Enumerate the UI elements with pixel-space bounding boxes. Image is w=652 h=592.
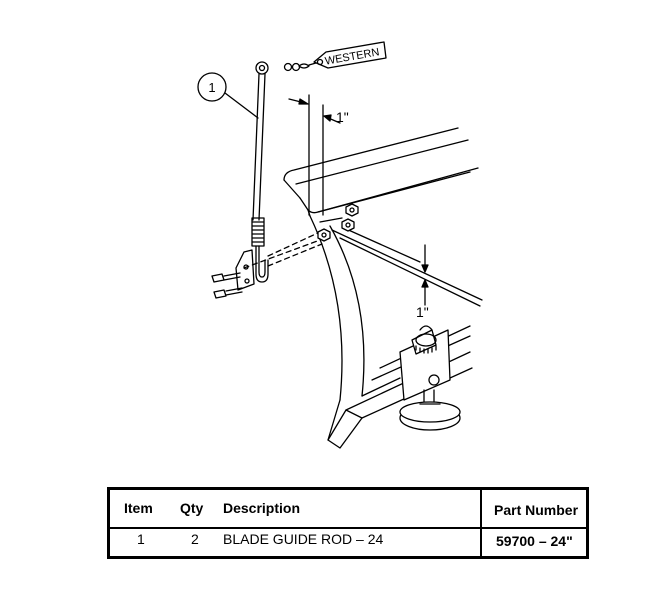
table-header-row: Item Qty Description Part Number	[110, 490, 586, 529]
row-part-number: 59700 – 24"	[496, 533, 573, 549]
guide-rod	[251, 61, 269, 283]
row-description: BLADE GUIDE ROD – 24	[223, 531, 384, 547]
moldboard-top	[283, 127, 479, 217]
western-tag	[308, 41, 387, 69]
table-row: 1 2 BLADE GUIDE ROD – 24 59700 – 24"	[110, 527, 586, 559]
row-qty: 2	[191, 531, 199, 547]
blade-guide-rod-diagram: 1 WESTERN 1" 1"	[197, 41, 483, 449]
cotter-pin	[283, 62, 310, 72]
top-dimension	[288, 94, 341, 216]
bottom-dimension	[421, 244, 429, 306]
frame-rails	[331, 227, 483, 307]
parts-table: Item Qty Description Part Number 1 2 BLA…	[107, 487, 589, 559]
cutting-edge	[327, 325, 473, 449]
top-dimension-label: 1"	[336, 109, 349, 125]
part-number-divider	[480, 490, 482, 556]
row-item: 1	[137, 531, 145, 547]
header-qty: Qty	[180, 500, 204, 516]
callout-circle	[197, 72, 227, 102]
nuts	[317, 203, 359, 242]
shoe-assembly	[399, 325, 461, 431]
bottom-dimension-label: 1"	[416, 304, 429, 320]
mounting-bracket	[211, 249, 255, 299]
callout-number: 1	[208, 80, 215, 95]
header-item: Item	[124, 500, 153, 516]
header-part-number: Part Number	[494, 502, 579, 518]
header-description: Description	[223, 500, 301, 516]
